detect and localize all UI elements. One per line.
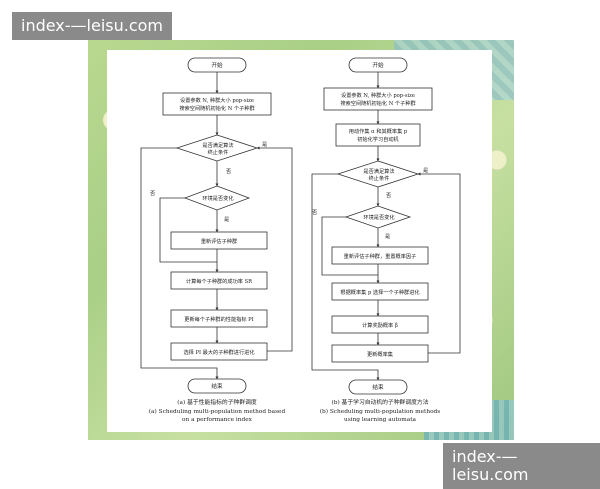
right-end-terminal [348,379,408,395]
left-env-change-label: 环境是否变化 [202,194,233,202]
right-reevaluate-box [331,246,429,265]
right-env-no-label: 否 [312,209,317,216]
right-terminate-line1: 是否满足算法 [363,167,394,175]
left-success-rate-box [170,271,268,290]
left-caption-cn: (a) 基于性能指标的子种群调度 [177,398,257,406]
left-terminate-yes-label: 是 [262,141,267,148]
right-end-label: 结束 [372,383,384,391]
left-success-rate-label: 计算每个子种群的成功率 SR [186,277,253,285]
right-reevaluate-label: 重新评估子种群，重置概率因子 [344,252,417,260]
right-flowchart: 开始 设置参数 N, 种群大小 pop-size 搜索空间随机初始化 N 个子种… [311,57,461,423]
left-select-label: 选择 PI 最大的子种群进行进化 [183,348,254,356]
left-caption-en-2: on a performance index [182,417,253,423]
right-env-change-label: 环境是否变化 [363,213,394,221]
right-start-label: 开始 [372,61,384,69]
right-caption-en-1: (b) Scheduling multi-population methods [320,408,441,415]
left-reevaluate-box [170,231,268,250]
left-caption-en-1: (a) Scheduling multi-population method b… [149,408,286,415]
right-update-prob-box [331,344,429,363]
right-update-prob-label: 更新概率集 [367,350,394,358]
right-reward-box [331,315,429,334]
right-caption-cn: (b) 基于学习自动机的子种群调度方法 [331,398,428,406]
left-select-box [170,342,268,361]
right-init-automaton-line2: 初始化学习自动机 [357,135,399,143]
right-terminate-line2: 终止条件 [369,174,390,182]
left-terminate-no-label: 否 [226,168,231,175]
left-set-params-line2: 搜索空间随机初始化 N 个子种群 [179,104,254,112]
right-set-params-line2: 搜索空间随机初始化 N 个子种群 [340,99,415,107]
watermark-bottom: index-—leisu.com [443,443,600,489]
left-end-terminal [187,378,247,394]
left-set-params-line1: 设置参数 N, 种群大小 pop-size [180,96,254,104]
left-env-no-label: 否 [150,190,155,197]
right-set-params-line1: 设置参数 N, 种群大小 pop-size [341,91,415,99]
left-terminate-line2: 终止条件 [208,148,229,156]
watermark-top: index-—leisu.com [12,12,173,40]
right-caption-en-2: using learning automata [344,417,417,423]
left-reevaluate-label: 重新评估子种群 [201,237,237,245]
left-end-label: 结束 [211,382,223,390]
right-choose-box [331,282,429,301]
right-init-automaton-line1: 用动作集 α 和其概率集 p [349,127,408,135]
right-choose-label: 根据概率集 p 选择一个子种群进化 [340,288,419,296]
right-env-yes-label: 是 [385,233,390,240]
left-start-label: 开始 [211,61,223,69]
left-env-yes-label: 是 [224,216,229,223]
right-terminate-yes-label: 是 [423,167,428,174]
right-terminate-no-label: 否 [386,192,391,199]
right-reward-label: 计算奖励概率 β [362,321,398,329]
left-terminate-line1: 是否满足算法 [202,141,233,149]
left-update-pi-box [170,309,268,328]
left-update-pi-label: 更新每个子种群的性能指标 PI [184,315,253,323]
left-flowchart: 开始 设置参数 N, 种群大小 pop-size 搜索空间随机初始化 N 个子种… [140,57,293,423]
